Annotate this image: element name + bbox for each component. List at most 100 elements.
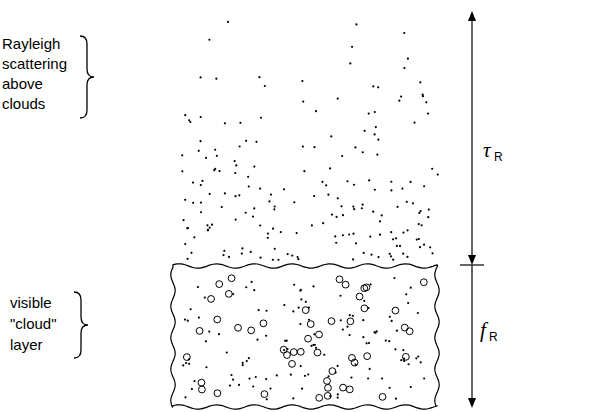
cloud-droplet [214,316,221,323]
molecule-dot [258,76,260,78]
molecule-dot [427,112,429,114]
molecule-dot [362,319,364,321]
cloud-droplet [392,307,399,314]
molecule-dot [290,374,292,376]
molecule-dot [429,246,431,248]
molecule-dot [373,133,375,135]
molecule-dot [193,380,195,382]
molecule-dot [352,205,354,207]
molecule-dot [301,80,303,82]
molecule-dot [363,130,365,132]
molecule-dot [373,331,375,333]
molecule-dot [224,192,226,194]
molecule-dot [299,323,301,325]
molecule-dot [399,245,401,247]
molecule-dot [431,168,433,170]
molecule-dot [315,347,317,349]
cloud-droplet [328,318,335,325]
molecule-dot [226,351,228,353]
molecule-dot [283,349,285,351]
cloud-droplet [316,394,323,401]
molecule-dot [284,340,286,342]
molecule-dot [381,214,383,216]
molecule-dot [274,248,276,250]
molecule-dot [313,146,315,148]
molecule-dot [188,363,190,365]
molecule-dot [200,211,202,213]
molecule-dot [238,384,240,386]
molecule-dot [423,377,425,379]
arrowhead [468,255,476,265]
molecule-dot [211,224,213,226]
molecule-dot [228,256,230,258]
molecule-dot [209,227,211,229]
molecule-dot [334,235,336,237]
molecule-dot [193,236,195,238]
molecule-dot [390,231,392,233]
molecule-dot [201,180,203,182]
molecule-dot [300,289,302,291]
cloud-droplet [316,331,323,338]
molecule-dot [287,253,289,255]
molecule-dot [300,298,302,300]
molecule-dot [392,259,394,261]
molecule-dot [224,122,226,124]
molecule-dot [272,259,274,261]
molecule-dot [245,212,247,214]
cloud-droplet [289,360,296,367]
molecule-dot [250,251,252,253]
molecule-dot [255,376,257,378]
cloud-droplet [235,324,242,331]
molecule-dot [322,222,324,224]
cloud-droplet [216,281,223,288]
molecule-dot [377,139,379,141]
cloud-droplet [208,296,215,303]
molecule-dot [252,215,254,217]
molecule-dot [215,78,217,80]
molecule-dot [418,212,420,214]
molecule-dot [409,181,411,183]
molecule-dot [352,258,354,260]
molecule-dot [264,85,266,87]
molecule-dot [245,286,247,288]
cloud-droplet [402,353,409,360]
molecule-dot [417,312,419,314]
molecule-dot [268,200,270,202]
molecule-dot [410,386,412,388]
molecule-dot [302,145,304,147]
molecule-dot [218,333,220,335]
molecule-dot [209,193,211,195]
molecule-dot [235,218,237,220]
molecule-dot [391,320,393,322]
cloud-droplet [307,321,314,328]
molecule-dot [368,112,370,114]
molecule-dot [293,284,295,286]
molecule-dot [412,202,414,204]
molecule-dot [402,231,404,233]
molecule-dot [199,76,201,78]
rayleigh-dots [181,21,439,261]
molecule-dot [184,396,186,398]
molecule-dot [402,253,404,255]
molecule-dot [401,187,403,189]
molecule-dot [348,233,350,235]
molecule-dot [365,342,367,344]
molecule-dot [277,259,279,261]
molecule-dot [370,254,372,256]
molecule-dot [314,344,316,346]
cloud-droplet [420,279,427,286]
molecule-dot [419,246,421,248]
molecule-dot [372,85,374,87]
molecule-dot [337,397,339,399]
molecule-dot [362,204,364,206]
molecule-dot [250,281,252,283]
molecule-dot [296,256,298,258]
molecule-dot [265,378,267,380]
molecule-dot [349,62,351,64]
molecule-dot [184,199,186,201]
molecule-dot [363,252,365,254]
cloud-droplet [406,328,413,335]
molecule-dot [395,237,397,239]
molecule-dot [265,335,267,337]
molecule-dot [362,151,364,153]
